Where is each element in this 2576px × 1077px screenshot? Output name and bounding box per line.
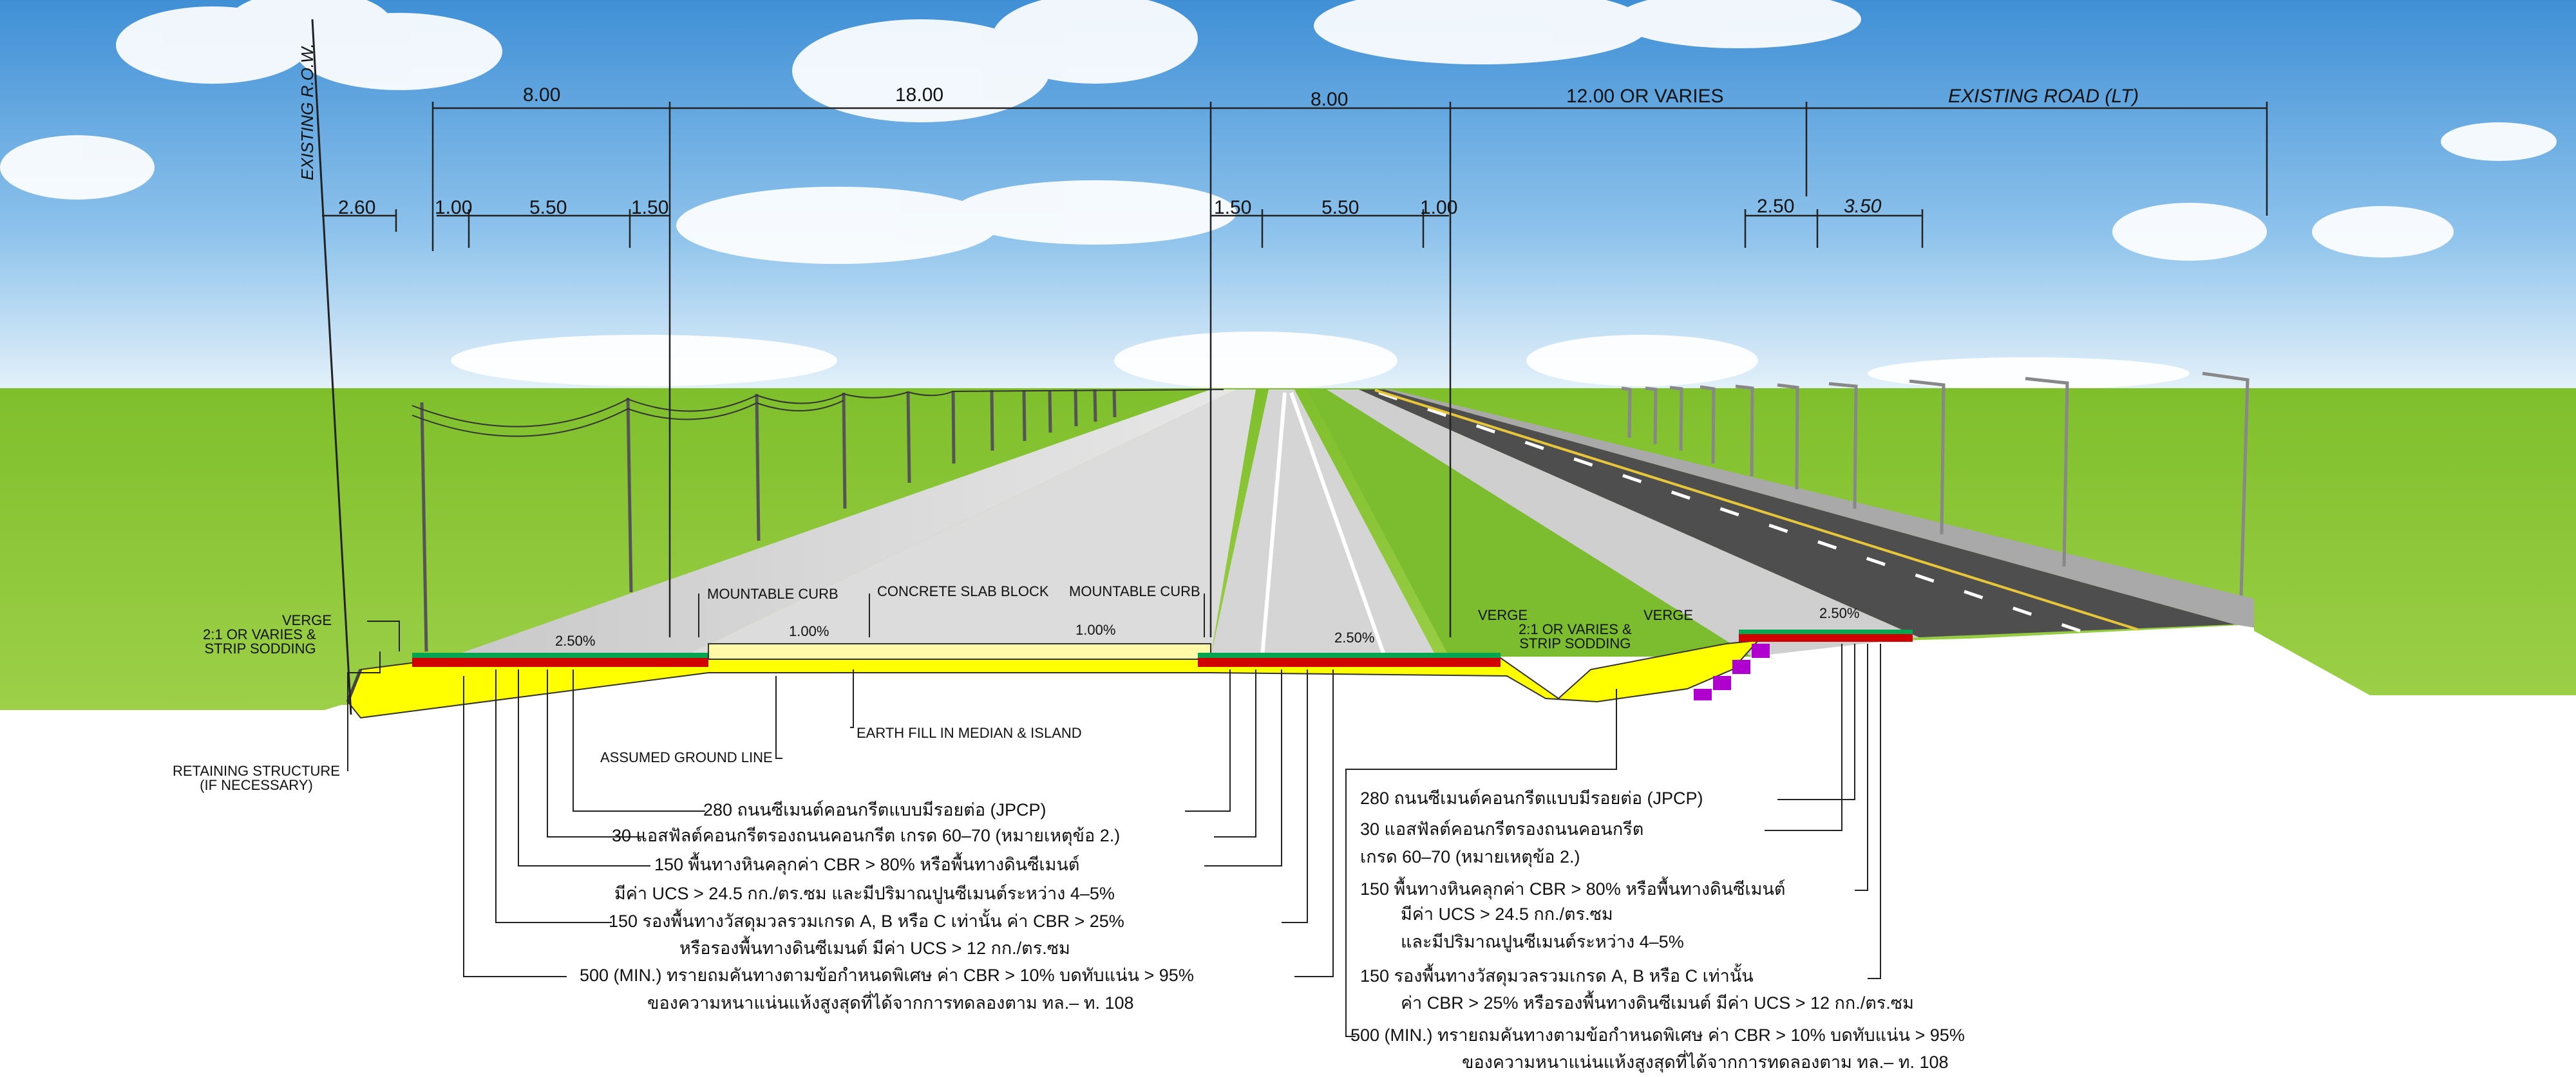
spec-right-6: และมีปริมาณปูนซีเมนต์ระหว่าง 4–5% bbox=[1401, 932, 1684, 951]
slope-median-2: 1.00% bbox=[1075, 622, 1116, 638]
spec-left-6: หรือรองพื้นทางดินซีเมนต์ มีค่า UCS > 12 … bbox=[679, 939, 1070, 958]
pavement-layers-mid bbox=[1198, 658, 1501, 667]
label-earth-fill: EARTH FILL IN MEDIAN & ISLAND bbox=[857, 725, 1082, 741]
row-label: EXISTING R.O.W. bbox=[298, 43, 317, 180]
slope-right: 2.50% bbox=[1819, 605, 1860, 621]
existing-asphalt-road bbox=[1359, 389, 2235, 637]
label-verge-left: VERGE bbox=[282, 612, 332, 628]
spec-left-2: 30 แอสฟัลต์คอนกรีตรองถนนคอนกรีต เกรด 60–… bbox=[612, 826, 1121, 845]
spec-right-2: 30 แอสฟัลต์คอนกรีตรองถนนคอนกรีต bbox=[1360, 819, 1644, 839]
slope-mid: 2.50% bbox=[1334, 630, 1375, 646]
clouds bbox=[0, 0, 2557, 389]
retaining-steps bbox=[1694, 644, 1770, 700]
label-concrete-slab-block: CONCRETE SLAB BLOCK bbox=[877, 583, 1049, 599]
spec-right-1: 280 ถนนซีเมนต์คอนกรีตแบบมีรอยต่อ (JPCP) bbox=[1360, 789, 1703, 808]
spec-right-10: ของความหนาแน่นแห้งสูงสุดที่ได้จากการทดลอ… bbox=[1462, 1053, 1949, 1072]
label-slope-left: 2:1 OR VARIES & STRIP SODDING bbox=[203, 626, 316, 657]
spec-right-3: เกรด 60–70 (หมายเหตุข้อ 2.) bbox=[1360, 847, 1580, 866]
label-verge-right: VERGE bbox=[1643, 607, 1694, 623]
barrier bbox=[1385, 389, 2254, 628]
spec-left-5: 150 รองพื้นทางวัสดุมวลรวมเกรด A, B หรือ … bbox=[609, 912, 1124, 931]
white-under-section bbox=[348, 624, 2254, 1077]
label-mountable-curb-right: MOUNTABLE CURB bbox=[1069, 583, 1200, 599]
right-carriageway bbox=[1327, 389, 1919, 657]
slope-median-1: 1.00% bbox=[789, 623, 829, 639]
dim-12-or-varies: 12.00 OR VARIES bbox=[1566, 86, 1724, 107]
spec-right-9: 500 (MIN.) ทรายถมคันทางตามข้อกำหนดพิเศษ … bbox=[1350, 1025, 1965, 1045]
dim-2-50-right: 2.50 bbox=[1757, 196, 1795, 217]
label-slope-mid: 2:1 OR VARIES & STRIP SODDING bbox=[1519, 621, 1632, 651]
slope-left: 2.50% bbox=[555, 633, 596, 649]
label-retaining-structure: RETAINING STRUCTURE (IF NECESSARY) bbox=[173, 763, 340, 793]
spec-right-7: 150 รองพื้นทางวัสดุมวลรวมเกรด A, B หรือ … bbox=[1360, 966, 1754, 986]
dim-5-50-left: 5.50 bbox=[529, 197, 567, 218]
grass-median bbox=[1307, 389, 1752, 657]
spec-left-8: ของความหนาแน่นแห้งสูงสุดที่ได้จากการทดลอ… bbox=[647, 993, 1134, 1013]
left-carriageway-2 bbox=[683, 389, 1256, 657]
dimension-lines bbox=[322, 102, 2268, 637]
dim-1-50-mid: 1.50 bbox=[1214, 197, 1252, 218]
dim-1-50-left: 1.50 bbox=[631, 197, 669, 218]
dim-1-00-mid: 1.00 bbox=[1420, 197, 1458, 218]
dim-existing-road: EXISTING ROAD (LT) bbox=[1948, 86, 2139, 107]
dim-2-60: 2.60 bbox=[338, 197, 376, 218]
pavement-layers-left bbox=[412, 658, 708, 667]
leader-lines bbox=[347, 594, 1881, 1037]
spec-left-3: 150 พื้นทางหินคลุกค่า CBR > 80% หรือพื้น… bbox=[654, 855, 1080, 874]
row-line bbox=[311, 19, 352, 715]
street-lights bbox=[1621, 371, 2249, 596]
label-verge-mid: VERGE bbox=[1478, 607, 1528, 623]
spec-left-4: มีค่า UCS > 24.5 กก./ตร.ซม และมีปริมาณปู… bbox=[614, 884, 1115, 903]
spec-left-1: 280 ถนนซีเมนต์คอนกรีตแบบมีรอยต่อ (JPCP) bbox=[703, 800, 1046, 819]
spec-right-4: 150 พื้นทางหินคลุกค่า CBR > 80% หรือพื้น… bbox=[1360, 879, 1786, 899]
left-carriageway bbox=[451, 389, 1236, 657]
ground-cut-left bbox=[0, 705, 361, 1077]
dim-5-50-mid: 5.50 bbox=[1321, 197, 1359, 218]
spec-right-5: มีค่า UCS > 24.5 กก./ตร.ซม bbox=[1401, 904, 1613, 924]
label-assumed-ground-line: ASSUMED GROUND LINE bbox=[600, 749, 773, 765]
spec-left-7: 500 (MIN.) ทรายถมคันทางตามข้อกำหนดพิเศษ … bbox=[580, 966, 1194, 985]
spec-right-8: ค่า CBR > 25% หรือรองพื้นทางดินซีเมนต์ ม… bbox=[1401, 993, 1914, 1013]
dim-8-right: 8.00 bbox=[1311, 89, 1349, 110]
dim-3-50-right: 3.50 bbox=[1844, 196, 1882, 217]
power-poles bbox=[420, 389, 1117, 652]
dim-1-00-left: 1.00 bbox=[435, 197, 473, 218]
median-fill bbox=[708, 643, 1211, 660]
dim-18: 18.00 bbox=[895, 84, 944, 106]
label-mountable-curb-left: MOUNTABLE CURB bbox=[707, 586, 838, 602]
dim-8-left: 8.00 bbox=[523, 84, 561, 106]
pavement-layers-right bbox=[1739, 634, 1913, 642]
lane-markings bbox=[1371, 388, 2081, 633]
